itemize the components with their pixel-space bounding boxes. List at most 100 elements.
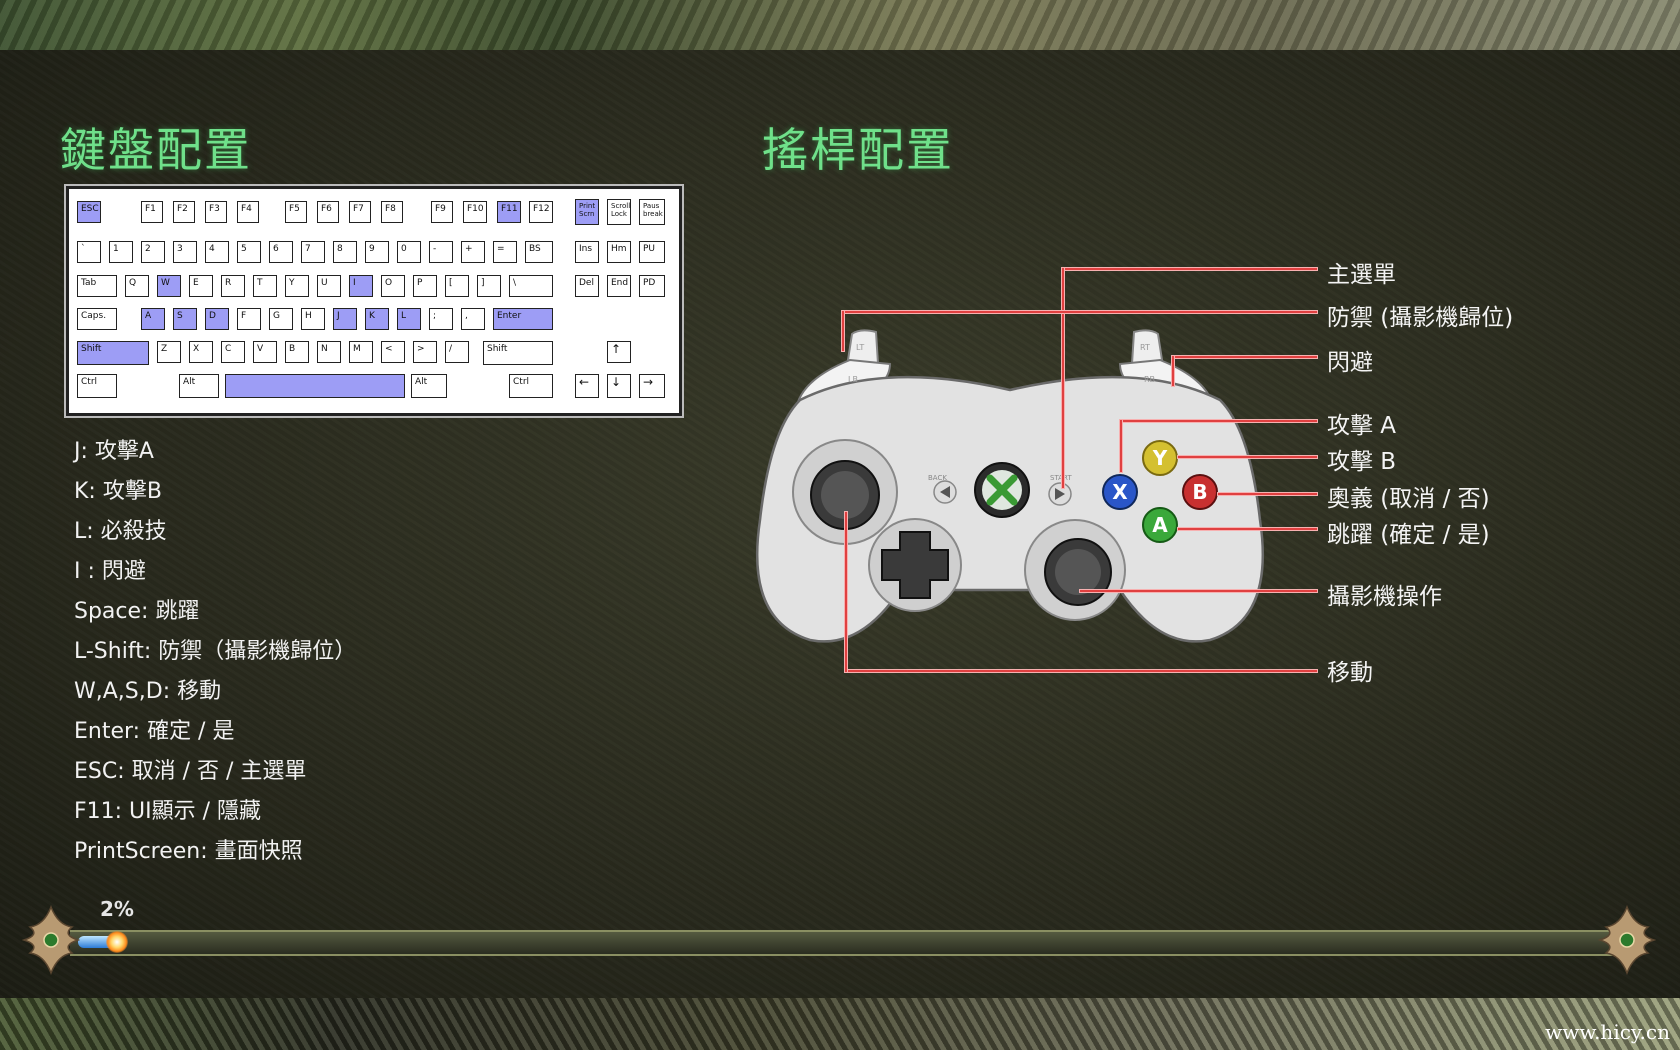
key-right-alt: Alt	[411, 374, 447, 398]
key-home: Hm	[607, 241, 631, 263]
key-l: L	[397, 308, 421, 330]
key-right-ctrl: Ctrl	[509, 374, 553, 398]
label-attack-a: 攻擊 A	[1327, 413, 1397, 439]
controller-layout-title: 搖桿配置	[762, 123, 954, 177]
key-w: W	[157, 275, 181, 297]
leader-guard-drop	[842, 311, 844, 351]
right-trigger	[1130, 329, 1164, 366]
loading-bar-fill	[78, 936, 114, 948]
leader-attack-b	[1178, 456, 1317, 458]
key-b: B	[285, 341, 309, 363]
key-o: O	[381, 275, 405, 297]
lt-label: LT	[856, 343, 864, 352]
key-n: N	[317, 341, 341, 363]
key-semicolon: ;	[429, 308, 453, 330]
loading-spark-icon	[106, 931, 128, 953]
leader-main-menu	[1062, 268, 1317, 270]
key-f12: F12	[529, 201, 553, 223]
leader-camera	[1080, 590, 1317, 592]
key-tab: Tab	[77, 275, 117, 297]
key-e: E	[189, 275, 213, 297]
lb-label: LB	[848, 375, 858, 384]
key-6: 6	[269, 241, 293, 263]
key-y: Y	[285, 275, 309, 297]
left-trigger	[846, 329, 880, 366]
key-caps-lock: Caps.	[77, 308, 117, 330]
key-comma: ,	[461, 308, 485, 330]
binding-line: J: 攻擊A	[74, 439, 154, 464]
key-grave: `	[77, 241, 101, 263]
back-label: BACK	[928, 474, 947, 482]
key-g: G	[269, 308, 293, 330]
binding-line: PrintScreen: 畫面快照	[74, 839, 303, 864]
key-r: R	[221, 275, 245, 297]
key-backspace: BS	[525, 241, 553, 263]
guide-x-logo	[986, 474, 1018, 506]
label-camera: 攝影機操作	[1327, 584, 1442, 610]
key-esc: ESC	[77, 201, 101, 223]
binding-line: I : 閃避	[74, 559, 146, 584]
key-k: K	[365, 308, 389, 330]
label-guard: 防禦 (攝影機歸位)	[1327, 305, 1514, 331]
leader-attack-a	[1120, 420, 1317, 422]
binding-line: W,A,S,D: 移動	[74, 679, 222, 704]
key-0: 0	[397, 241, 421, 263]
leader-attack-a-drop	[1120, 420, 1122, 472]
scenery-bottom	[0, 998, 1680, 1050]
b-button-letter: B	[1192, 480, 1207, 504]
key-f: F	[237, 308, 261, 330]
key-x: X	[189, 341, 213, 363]
key-pause-break: Paus break	[639, 199, 665, 225]
key-delete: Del	[575, 275, 599, 297]
key-scroll-lock: Scroll Lock	[607, 199, 631, 225]
label-main-menu: 主選單	[1327, 262, 1396, 288]
key-v: V	[253, 341, 277, 363]
key-2: 2	[141, 241, 165, 263]
x-button	[1102, 474, 1138, 510]
binding-line: L-Shift: 防禦（攝影機歸位）	[74, 639, 357, 664]
key-arrow-down: ↓	[607, 374, 631, 398]
key-p: P	[413, 275, 437, 297]
leader-guard	[842, 311, 1317, 313]
key-z: Z	[157, 341, 181, 363]
rt-label: RT	[1140, 343, 1150, 352]
key-4: 4	[205, 241, 229, 263]
dpad	[881, 531, 949, 599]
leader-move-rise	[845, 512, 847, 672]
right-ornament-icon	[1598, 905, 1656, 975]
key-plus: +	[461, 241, 485, 263]
key-f2: F2	[173, 201, 195, 223]
binding-line: Enter: 確定 / 是	[74, 719, 235, 744]
label-special: 奧義 (取消 / 否)	[1327, 486, 1490, 512]
y-button	[1142, 440, 1178, 476]
loading-bar-track	[70, 930, 1615, 956]
key-greater-than: >	[413, 341, 437, 363]
key-print-screen: Print Scrn	[575, 199, 599, 225]
b-button	[1182, 474, 1218, 510]
key-arrow-up: ↑	[607, 341, 631, 363]
key-f10: F10	[463, 201, 487, 223]
leader-main-menu-drop	[1062, 268, 1064, 488]
watermark: www.hicy.cn	[1545, 1020, 1670, 1044]
key-left-shift: Shift	[77, 341, 149, 365]
key-s: S	[173, 308, 197, 330]
key-backslash: \	[509, 275, 553, 297]
y-button-letter: Y	[1152, 446, 1168, 470]
key-7: 7	[301, 241, 325, 263]
key-c: C	[221, 341, 245, 363]
key-page-down: PD	[639, 275, 665, 297]
binding-line: F11: UI顯示 / 隱藏	[74, 799, 262, 824]
leader-move	[845, 670, 1317, 672]
key-arrow-right: →	[639, 374, 665, 398]
scenery-top	[0, 0, 1680, 50]
key-j: J	[333, 308, 357, 330]
key-end: End	[607, 275, 631, 297]
key-equal: =	[493, 241, 517, 263]
rb-label: RB	[1144, 375, 1155, 384]
key-left-bracket: [	[445, 275, 469, 297]
key-f5: F5	[285, 201, 307, 223]
key-f6: F6	[317, 201, 339, 223]
key-5: 5	[237, 241, 261, 263]
key-m: M	[349, 341, 373, 363]
key-f1: F1	[141, 201, 163, 223]
